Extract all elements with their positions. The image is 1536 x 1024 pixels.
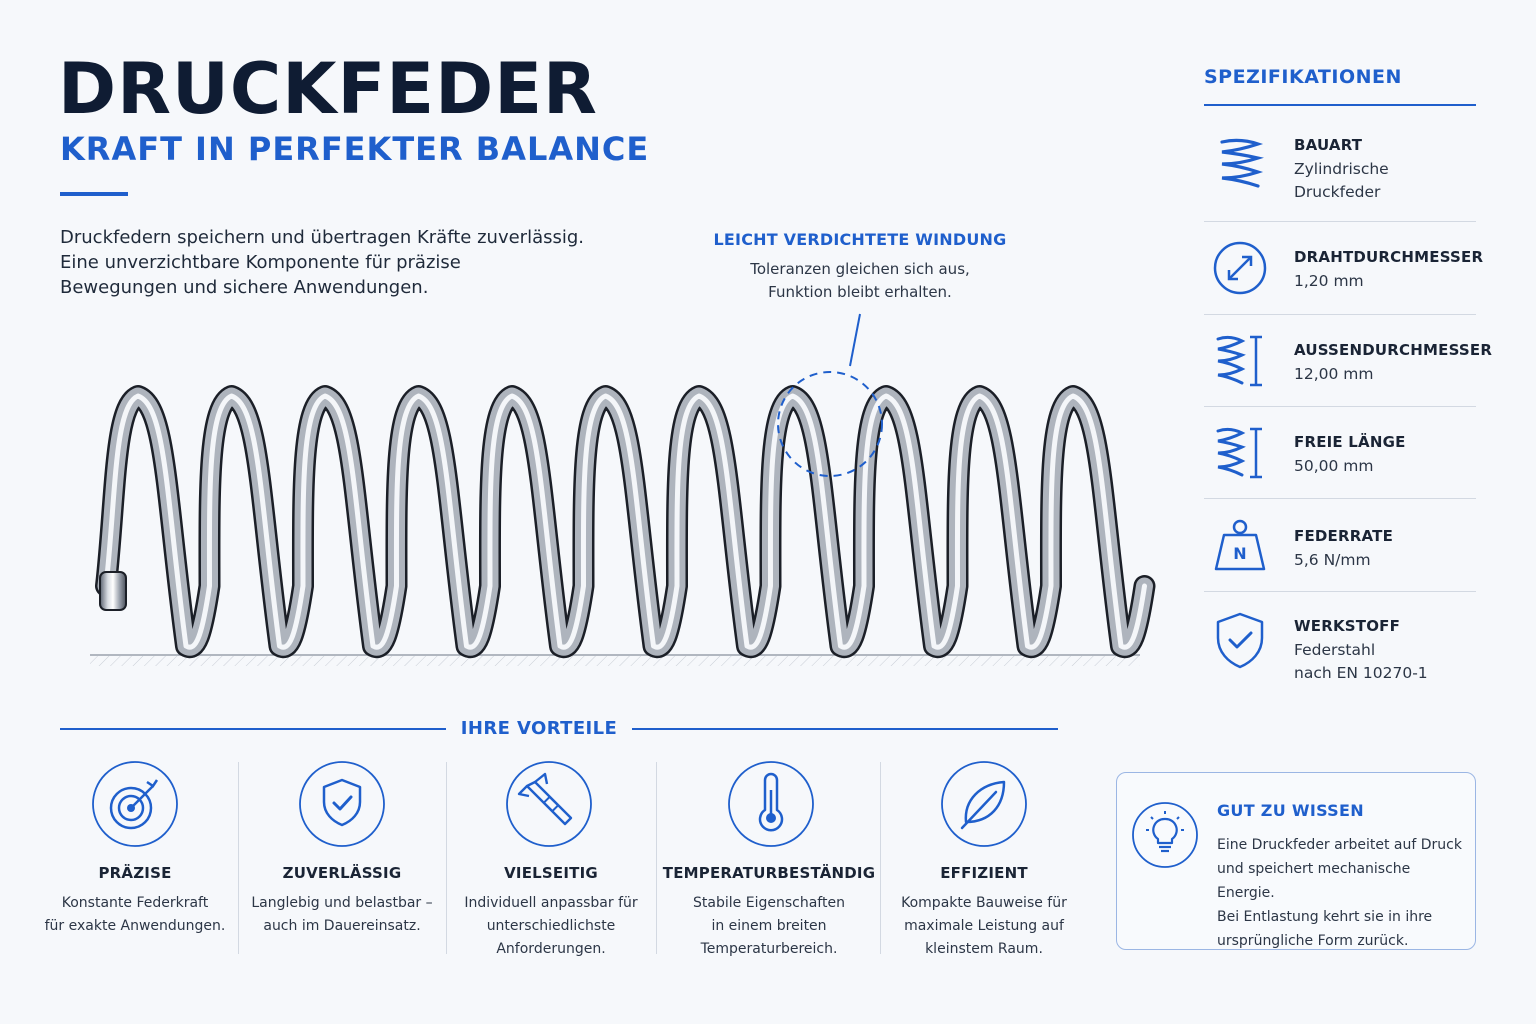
advantage-line: kleinstem Raum. — [925, 941, 1043, 957]
advantage-line: Kompakte Bauweise für — [901, 895, 1067, 911]
intro-text: Druckfedern speichern und übertragen Krä… — [60, 225, 620, 300]
advantage-line: Temperaturbereich. — [700, 941, 838, 957]
intro-line: Bewegungen und sichere Anwendungen. — [60, 277, 429, 298]
intro-line: Eine unverzichtbare Komponente für präzi… — [60, 252, 461, 273]
spec-value-line: Zylindrische — [1294, 160, 1389, 178]
advantage-title: EFFIZIENT — [940, 864, 1028, 882]
specs-heading: SPEZIFIKATIONEN — [1204, 66, 1402, 88]
ground-hatch — [90, 656, 1140, 666]
spec-werkstoff: WERKSTOFF Federstahl nach EN 10270-1 — [1204, 592, 1476, 692]
spec-value-line: Federstahl — [1294, 641, 1376, 659]
advantage-line: für exakte Anwendungen. — [44, 918, 226, 934]
info-line: Eine Druckfeder arbeitet auf Druck — [1217, 837, 1462, 853]
diameter-icon — [1213, 241, 1267, 295]
advantage-text: Stabile Eigenschaften in einem breiten T… — [658, 892, 880, 961]
advantage-text: Langlebig und belastbar – auch im Dauere… — [240, 892, 444, 938]
advantages-rule-right — [632, 728, 1058, 730]
advantage-title: PRÄZISE — [98, 864, 172, 882]
callout-text: Toleranzen gleichen sich aus, Funktion b… — [700, 258, 1020, 304]
spec-label: BAUART — [1294, 136, 1363, 154]
advantage-separator — [238, 762, 239, 954]
advantage-line: Konstante Federkraft — [61, 895, 209, 911]
leaf-icon — [941, 761, 1027, 847]
advantage-line: Anforderungen. — [496, 941, 606, 957]
page-subtitle: KRAFT IN PERFEKTER BALANCE — [60, 130, 650, 168]
callout-line: Toleranzen gleichen sich aus, — [750, 260, 970, 278]
spec-value: 1,20 mm — [1294, 272, 1364, 290]
info-line: ursprüngliche Form zurück. — [1217, 933, 1409, 949]
advantage-title: VIELSEITIG — [504, 864, 598, 882]
target-icon — [92, 761, 178, 847]
advantage-text: Individuell anpassbar für unterschiedlic… — [448, 892, 654, 961]
info-box: GUT ZU WISSEN Eine Druckfeder arbeitet a… — [1116, 772, 1476, 950]
specs-heading-underline — [1204, 104, 1476, 106]
spec-drahtdurchmesser: DRAHTDURCHMESSER 1,20 mm — [1204, 222, 1483, 314]
callout-title: LEICHT VERDICHTETE WINDUNG — [713, 230, 1007, 249]
spec-aussendurchmesser: AUSSENDURCHMESSER 12,00 mm — [1204, 315, 1492, 407]
spec-value-line: nach EN 10270-1 — [1294, 664, 1428, 682]
callout-pointer — [849, 313, 861, 367]
advantage-title: TEMPERATURBESTÄNDIG — [662, 864, 876, 882]
advantage-separator — [880, 762, 881, 954]
spec-label: FEDERRATE — [1294, 527, 1394, 545]
advantage-line: Langlebig und belastbar – — [251, 895, 433, 911]
spec-divider — [1204, 314, 1476, 315]
spec-value-line: Druckfeder — [1294, 183, 1381, 201]
advantage-line: auch im Dauereinsatz. — [263, 918, 421, 934]
shield-check-icon — [1216, 612, 1264, 669]
callout-line: Funktion bleibt erhalten. — [768, 283, 952, 301]
info-line: und speichert mechanische Energie. — [1217, 861, 1411, 901]
spring-wire-highlight — [103, 393, 1147, 650]
spring-illustration — [90, 313, 1156, 666]
spring-coil-icon — [1220, 138, 1264, 188]
svg-text:N: N — [1233, 544, 1246, 563]
lightbulb-icon — [1132, 802, 1198, 868]
spec-label: DRAHTDURCHMESSER — [1294, 248, 1484, 266]
intro-line: Druckfedern speichern und übertragen Krä… — [60, 227, 585, 248]
page-title: DRUCKFEDER — [58, 48, 598, 130]
shield-check-icon — [299, 761, 385, 847]
spec-value: 50,00 mm — [1294, 457, 1374, 475]
advantage-text: Konstante Federkraft für exakte Anwendun… — [30, 892, 240, 938]
accent-divider — [60, 192, 128, 196]
advantage-line: unterschiedlichste — [486, 918, 616, 934]
info-text: Eine Druckfeder arbeitet auf Druck und s… — [1217, 833, 1469, 953]
free-length-icon — [1216, 427, 1262, 479]
spec-value: Zylindrische Druckfeder — [1294, 158, 1484, 204]
spec-federrate: N FEDERRATE 5,6 N/mm — [1204, 499, 1476, 591]
spring-end-tab — [99, 571, 127, 611]
spec-label: WERKSTOFF — [1294, 617, 1401, 635]
spec-divider — [1204, 498, 1476, 499]
advantage-title: ZUVERLÄSSIG — [282, 864, 402, 882]
info-title: GUT ZU WISSEN — [1217, 801, 1364, 820]
advantage-text: Kompakte Bauweise für maximale Leistung … — [882, 892, 1086, 961]
spring-coils — [95, 385, 1156, 658]
caliper-icon — [506, 761, 592, 847]
advantage-line: Individuell anpassbar für — [464, 895, 638, 911]
outer-diameter-icon — [1216, 335, 1262, 387]
callout-circle — [777, 371, 883, 477]
advantage-separator — [446, 762, 447, 954]
spec-value: 12,00 mm — [1294, 365, 1374, 383]
spec-divider — [1204, 406, 1476, 407]
spec-label: AUSSENDURCHMESSER — [1294, 341, 1493, 359]
advantage-separator — [656, 762, 657, 954]
thermometer-icon — [728, 761, 814, 847]
advantages-heading: IHRE VORTEILE — [460, 718, 618, 739]
spec-value: 5,6 N/mm — [1294, 551, 1371, 569]
advantage-line: in einem breiten — [711, 918, 827, 934]
spec-freie-laenge: FREIE LÄNGE 50,00 mm — [1204, 407, 1476, 499]
weight-icon: N — [1214, 519, 1266, 571]
spec-bauart: BAUART Zylindrische Druckfeder — [1204, 120, 1476, 220]
advantage-line: maximale Leistung auf — [904, 918, 1064, 934]
spec-divider — [1204, 221, 1476, 222]
info-line: Bei Entlastung kehrt sie in ihre — [1217, 909, 1433, 925]
spec-value: Federstahl nach EN 10270-1 — [1294, 639, 1484, 685]
advantage-line: Stabile Eigenschaften — [693, 895, 845, 911]
spec-divider — [1204, 591, 1476, 592]
spec-label: FREIE LÄNGE — [1294, 433, 1406, 451]
advantages-rule-left — [60, 728, 446, 730]
